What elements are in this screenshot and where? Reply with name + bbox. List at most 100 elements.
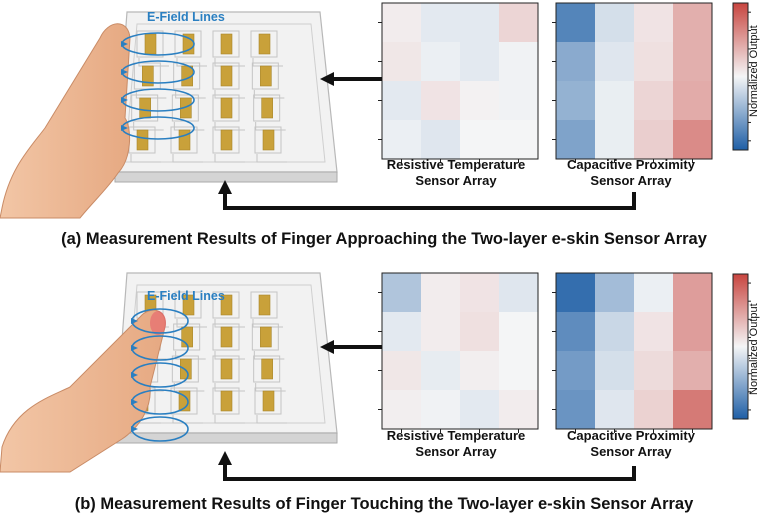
efield-arrowhead: [131, 318, 138, 324]
sensor-trace: [175, 351, 206, 360]
sensor-pad: [220, 326, 233, 348]
prox-heatmap-cell: [595, 81, 635, 121]
efield-arrowhead: [131, 372, 138, 378]
temp-heatmap-cell: [421, 120, 461, 160]
temp-heatmap-cell: [499, 3, 539, 43]
sensor-pad: [139, 97, 151, 119]
sensor-pad: [220, 294, 233, 316]
sensor-trace: [252, 58, 283, 67]
sensor-trace: [214, 122, 245, 131]
panel-b-graphic: [0, 272, 751, 481]
sensor-trace: [250, 291, 278, 319]
prox-heatmap-cell: [595, 120, 635, 160]
arrowhead: [218, 180, 232, 194]
temp-heatmap-cell: [460, 273, 500, 313]
sensor-trace: [176, 58, 207, 67]
efield-arrowhead: [121, 41, 128, 47]
sensor-trace: [256, 154, 287, 163]
board-edge: [114, 171, 338, 183]
sensor-pad: [144, 33, 157, 55]
temp-heatmap-cell: [460, 3, 500, 43]
temp-heatmap-cell: [421, 390, 461, 430]
prox-heatmap-cell: [634, 273, 674, 313]
sensor-pad: [258, 33, 271, 55]
sensor-pad: [260, 65, 272, 87]
sensor-pad: [220, 358, 233, 380]
sensor-trace: [212, 387, 240, 415]
temp-heatmap-cell: [382, 81, 422, 121]
prox-heatmap-cell: [556, 351, 596, 391]
sensor-trace: [212, 62, 240, 90]
arrow-loop: [223, 463, 636, 481]
efield-label: E-Field Lines: [147, 289, 225, 303]
prox-heatmap-cell: [673, 390, 713, 430]
sensor-pad: [262, 390, 275, 412]
temp-heatmap-frame: [381, 272, 539, 430]
prox-heatmap-cell: [595, 312, 635, 352]
arrow-loop: [223, 192, 636, 210]
efield-arrowhead: [121, 97, 128, 103]
prox-heatmap-cell: [673, 312, 713, 352]
sensor-trace: [214, 351, 245, 360]
sensor-pad: [220, 97, 233, 119]
sensor-pad: [220, 129, 233, 151]
sensor-pad: [261, 358, 273, 380]
temp-heatmap-cell: [421, 312, 461, 352]
sensor-trace: [254, 387, 282, 415]
sensor-trace: [214, 319, 245, 328]
sensor-trace: [251, 323, 279, 351]
temp-heatmap-cell: [460, 312, 500, 352]
sensor-pad: [220, 33, 233, 55]
prox-heatmap-cell: [673, 3, 713, 43]
prox-heatmap-frame: [555, 2, 713, 160]
sensor-trace: [212, 355, 240, 383]
prox-heatmap-cell: [634, 42, 674, 82]
temp-heatmap-cell: [382, 312, 422, 352]
temp-heatmap-cell: [460, 42, 500, 82]
temp-heatmap-cell: [382, 42, 422, 82]
temp-heatmap-cell: [460, 351, 500, 391]
temp-heatmap-cell: [421, 273, 461, 313]
sensor-trace: [130, 154, 161, 163]
prox-heatmap-cell: [556, 81, 596, 121]
colorbar-label: Normalized Output: [748, 25, 760, 117]
sensor-trace: [176, 319, 207, 328]
prox-heatmap-cell: [556, 3, 596, 43]
temp-heatmap-cell: [499, 351, 539, 391]
sensor-trace: [212, 323, 240, 351]
sensor-pad: [178, 129, 191, 151]
arrowhead: [320, 340, 334, 354]
panel-a-graphic: [0, 2, 751, 219]
arrowhead: [218, 451, 232, 465]
sensor-trace: [253, 351, 285, 360]
prox-heatmap-cell: [673, 351, 713, 391]
prox-heatmap-cell: [634, 312, 674, 352]
sensor-pad: [220, 65, 233, 87]
temp-heatmap-cell: [421, 81, 461, 121]
sensor-pad: [220, 390, 233, 412]
colorbar-label: Normalized Output: [748, 303, 760, 395]
sensor-pad: [262, 129, 275, 151]
prox-heatmap-cell: [556, 273, 596, 313]
sensor-trace: [255, 383, 286, 392]
sensor-trace: [253, 355, 281, 383]
sensor-trace: [214, 90, 245, 99]
sensor-pad: [260, 326, 272, 348]
efield-arrowhead: [121, 125, 128, 131]
sensor-trace: [173, 62, 201, 90]
sensor-trace: [212, 126, 240, 154]
temp-heatmap-cell: [499, 81, 539, 121]
sensor-trace: [251, 62, 279, 90]
finger-hand: [0, 309, 166, 473]
sensor-trace: [170, 126, 198, 154]
sensor-pad: [180, 358, 192, 380]
board-edge: [114, 432, 338, 444]
prox-heatmap-cell: [595, 273, 635, 313]
sensor-pad: [142, 65, 154, 87]
colorbar: [732, 2, 749, 151]
efield-arrowhead: [131, 345, 138, 351]
sensor-pad: [178, 390, 191, 412]
panel-approaching: E-Field Lines Resistive Temperature Sens…: [0, 2, 760, 248]
caption: (b) Measurement Results of Finger Touchi…: [74, 495, 694, 513]
board-frame: [124, 23, 326, 163]
